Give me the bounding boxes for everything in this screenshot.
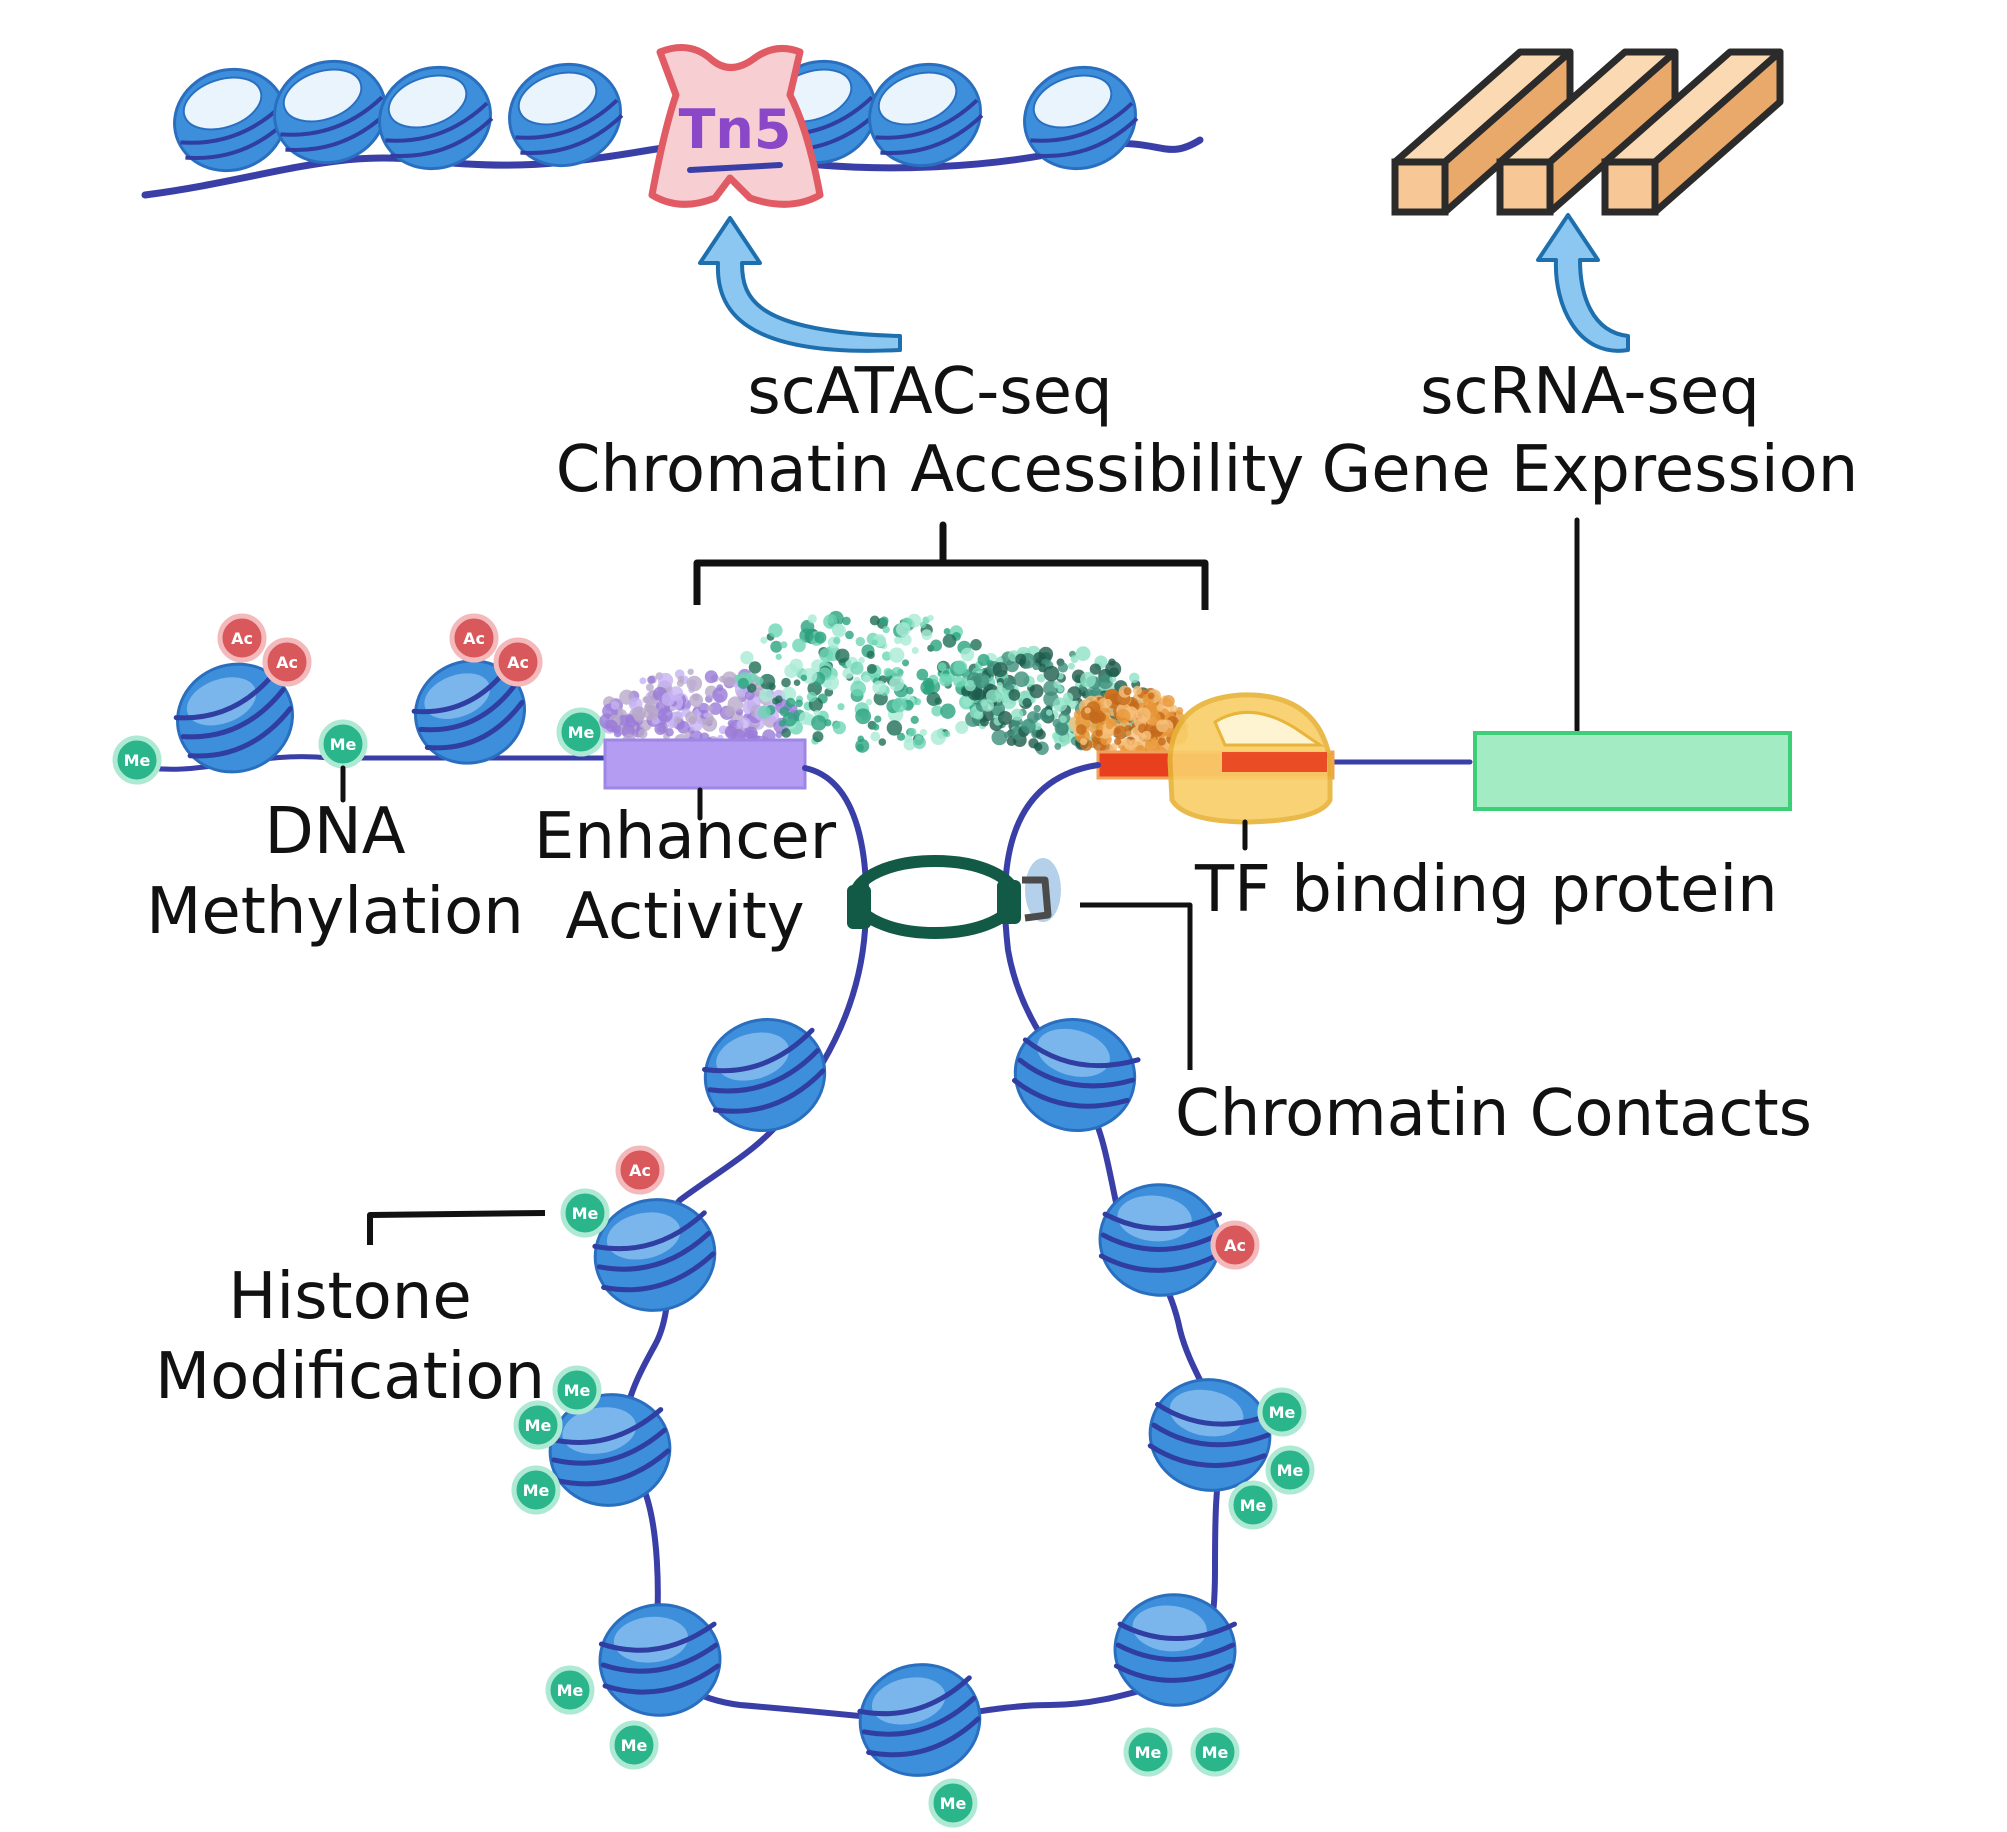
scrna-method-label: scRNA-seq [1420, 355, 1760, 429]
top-nucleosome [508, 62, 624, 168]
chromatin-contacts-label: Chromatin Contacts [1175, 1077, 1812, 1151]
histone-modification-label-line1: Histone [228, 1260, 472, 1334]
methyl-mark: Me [545, 1665, 595, 1715]
svg-text:Me: Me [1240, 1496, 1267, 1515]
methyl-mark: Me [1228, 1480, 1278, 1530]
acetyl-mark: Ac [217, 613, 267, 663]
svg-text:Me: Me [330, 735, 357, 754]
methyl-mark: Me [552, 1365, 602, 1415]
acetyl-mark: Ac [493, 637, 543, 687]
methyl-mark: Me [1190, 1727, 1240, 1777]
histone-modification-label-line2: Modification [154, 1340, 546, 1414]
loop-nucleosome [598, 1603, 722, 1717]
top-nucleosome [173, 67, 289, 173]
methyl-mark: Me [556, 707, 606, 757]
accessibility-bracket [693, 559, 1209, 610]
svg-text:Me: Me [621, 1736, 648, 1755]
svg-text:Ac: Ac [231, 629, 253, 648]
dna-methylation-label-line1: DNA [264, 795, 406, 869]
loop-nucleosome [702, 1017, 827, 1133]
methyl-mark: Me [609, 1720, 659, 1770]
top-nucleosome [273, 59, 389, 165]
arrow-to-tn5 [698, 216, 902, 353]
svg-text:Me: Me [1269, 1403, 1296, 1422]
svg-text:Me: Me [1277, 1461, 1304, 1480]
methyl-mark: Me [1265, 1445, 1315, 1495]
top-nucleosome [1023, 65, 1139, 171]
enhancer-region [603, 738, 807, 790]
enhancer-activity-label-line1: Enhancer [533, 800, 837, 874]
methyl-mark: Me [560, 1188, 610, 1238]
top-nucleosome [378, 65, 494, 171]
svg-text:Me: Me [564, 1381, 591, 1400]
cohesin-ring [847, 855, 1061, 939]
arrow-to-rna [1536, 213, 1630, 353]
tf-binding-protein-label: TF binding protein [1195, 853, 1778, 927]
methyl-mark: Me [318, 719, 368, 769]
top-nucleosome [868, 62, 984, 168]
methyl-mark: Me [513, 1400, 563, 1450]
scrna-measure-label: Gene Expression [1321, 433, 1859, 507]
dna-methylation-label-line2: Methylation [146, 875, 524, 949]
svg-text:Me: Me [940, 1794, 967, 1813]
enhancer-activity-label-line2: Activity [565, 880, 805, 954]
svg-text:Me: Me [124, 751, 151, 770]
histone-modification-pointer [367, 1210, 546, 1245]
rna-bar [1391, 48, 1574, 216]
svg-text:Ac: Ac [1224, 1236, 1246, 1255]
methyl-mark: Me [1123, 1727, 1173, 1777]
methyl-mark: Me [112, 735, 162, 785]
svg-text:Ac: Ac [507, 653, 529, 672]
methyl-mark: Me [928, 1778, 978, 1828]
tn5-label: Tn5 [679, 98, 792, 161]
loop-nucleosome [1098, 1183, 1222, 1297]
acetyl-mark: Ac [1210, 1220, 1260, 1270]
loop-nucleosome [592, 1198, 717, 1312]
scatac-measure-label: Chromatin Accessibility [555, 433, 1305, 507]
tn5-bound-dna [687, 162, 783, 173]
acetyl-mark: Ac [449, 613, 499, 663]
scatac-method-label: scATAC-seq [747, 355, 1113, 429]
svg-text:Me: Me [1202, 1743, 1229, 1762]
svg-text:Me: Me [525, 1416, 552, 1435]
svg-text:Ac: Ac [629, 1161, 651, 1180]
tf-protein [1167, 692, 1333, 825]
svg-text:Ac: Ac [463, 629, 485, 648]
svg-text:Me: Me [1135, 1743, 1162, 1762]
loop-nucleosome [1113, 1593, 1237, 1707]
loop-nucleosome [857, 1663, 982, 1777]
tn5-transposase: Tn5 [648, 44, 824, 208]
chromatin-contacts-pointer [1080, 902, 1193, 1070]
acetyl-mark: Ac [262, 637, 312, 687]
svg-text:Me: Me [523, 1481, 550, 1500]
histone-nucleosome [173, 662, 294, 774]
svg-text:Me: Me [557, 1681, 584, 1700]
svg-text:Ac: Ac [276, 653, 298, 672]
svg-text:Me: Me [568, 723, 595, 742]
methyl-mark: Me [1257, 1387, 1307, 1437]
loop-nucleosome [1012, 1017, 1141, 1133]
methyl-mark: Me [511, 1465, 561, 1515]
loop-nucleosome [1147, 1378, 1275, 1492]
rna-bar [1601, 48, 1784, 216]
svg-text:Me: Me [572, 1204, 599, 1223]
acetyl-mark: Ac [615, 1145, 665, 1195]
gene-region [1473, 731, 1792, 811]
